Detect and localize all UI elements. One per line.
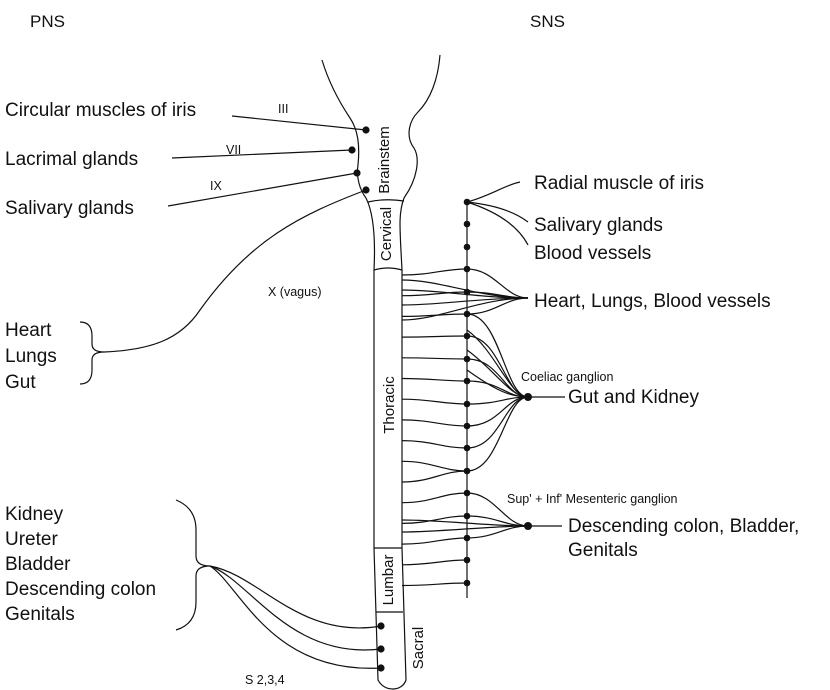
mesenteric-ganglion-label: Sup' + Inf' Mesenteric ganglion — [507, 492, 678, 506]
sacral-target-bladder: Bladder — [5, 554, 71, 575]
coeliac-fibre — [467, 314, 528, 397]
sacral-nerve-1 — [210, 566, 381, 628]
preganglionic-rami — [402, 269, 467, 586]
cervical-label: Cervical — [378, 207, 395, 261]
sacral-target-ureter: Ureter — [5, 529, 58, 550]
sacral-segments-label: S 2,3,4 — [245, 673, 285, 687]
preganglionic-ramus — [402, 379, 467, 382]
nucleus-iii-dot — [362, 126, 369, 133]
nerve-vii-label: VII — [226, 143, 241, 157]
preganglionic-ramus — [402, 471, 467, 482]
coeliac-ganglion-label: Coeliac ganglion — [521, 370, 613, 384]
sns-vessels-label: Blood vessels — [534, 243, 651, 264]
vagus-label: X (vagus) — [268, 285, 322, 299]
preganglionic-ramus — [402, 441, 467, 448]
vagus-nerve-line — [104, 190, 366, 352]
heart-lungs-fibre — [467, 269, 528, 298]
coeliac-fibre — [467, 397, 528, 448]
preganglionic-ramus — [402, 461, 467, 471]
sacral-target-kidney: Kidney — [5, 504, 64, 525]
pns-salivary-label: Salivary glands — [5, 198, 134, 219]
vagus-target-heart: Heart — [5, 320, 52, 341]
nerve-ix-line — [168, 173, 357, 206]
sacral-target-descending-colon: Descending colon — [5, 579, 156, 600]
lumbar-label: Lumbar — [380, 555, 397, 606]
nerve-vii-line — [172, 150, 352, 158]
vagus-targets-brace — [80, 322, 104, 384]
preganglionic-ramus — [402, 358, 467, 359]
thoracic-label: Thoracic — [381, 376, 398, 434]
sacral-label: Sacral — [410, 627, 427, 670]
chain-ganglion-dot — [464, 244, 471, 251]
vagus-target-lungs: Lungs — [5, 346, 57, 367]
sns-header: SNS — [530, 12, 565, 31]
sns-salivary-label: Salivary glands — [534, 215, 663, 236]
pns-iris-label: Circular muscles of iris — [5, 100, 196, 121]
brainstem-label: Brainstem — [376, 126, 393, 194]
preganglionic-ramus — [402, 560, 467, 565]
preganglionic-ramus — [402, 269, 467, 275]
sns-iris-label: Radial muscle of iris — [534, 173, 704, 194]
preganglionic-ramus — [402, 538, 467, 544]
sacral-nerve-2 — [210, 566, 381, 650]
nerve-ix-label: IX — [210, 179, 222, 193]
sacral-target-genitals: Genitals — [5, 604, 75, 625]
sns-heart-lungs-label: Heart, Lungs, Blood vessels — [534, 291, 771, 312]
sns-pelvic-label-1: Descending colon, Bladder, — [568, 516, 799, 537]
preganglionic-ramus — [402, 399, 467, 404]
preganglionic-ramus — [402, 493, 467, 503]
divider-brainstem-cervical — [368, 200, 404, 202]
sacral-dot-3 — [377, 664, 384, 671]
sns-vessels-fibre — [467, 202, 528, 245]
nerve-iii-line — [232, 116, 366, 130]
sacral-brace — [176, 500, 210, 630]
sns-gut-kidney-label: Gut and Kidney — [568, 387, 699, 408]
nucleus-ix-dot — [353, 169, 360, 176]
coeliac-fibre — [467, 397, 528, 471]
nucleus-vii-dot — [348, 146, 355, 153]
pns-header: PNS — [30, 12, 65, 31]
vagus-target-gut: Gut — [5, 372, 36, 393]
spinal-cord-outline — [366, 198, 406, 689]
sacral-dot-1 — [377, 622, 384, 629]
preganglionic-ramus — [402, 420, 467, 426]
chain-ganglion-dot — [464, 221, 471, 228]
sns-iris-fibre — [467, 182, 520, 202]
pns-lacrimal-label: Lacrimal glands — [5, 149, 138, 170]
preganglionic-ramus — [402, 583, 467, 586]
sns-pelvic-label-2: Genitals — [568, 540, 638, 561]
divider-cervical-thoracic — [374, 268, 402, 270]
brainstem-outline-right — [404, 55, 440, 198]
preganglionic-ramus — [402, 336, 467, 337]
nerve-iii-label: III — [278, 102, 288, 116]
sacral-dot-2 — [377, 645, 384, 652]
